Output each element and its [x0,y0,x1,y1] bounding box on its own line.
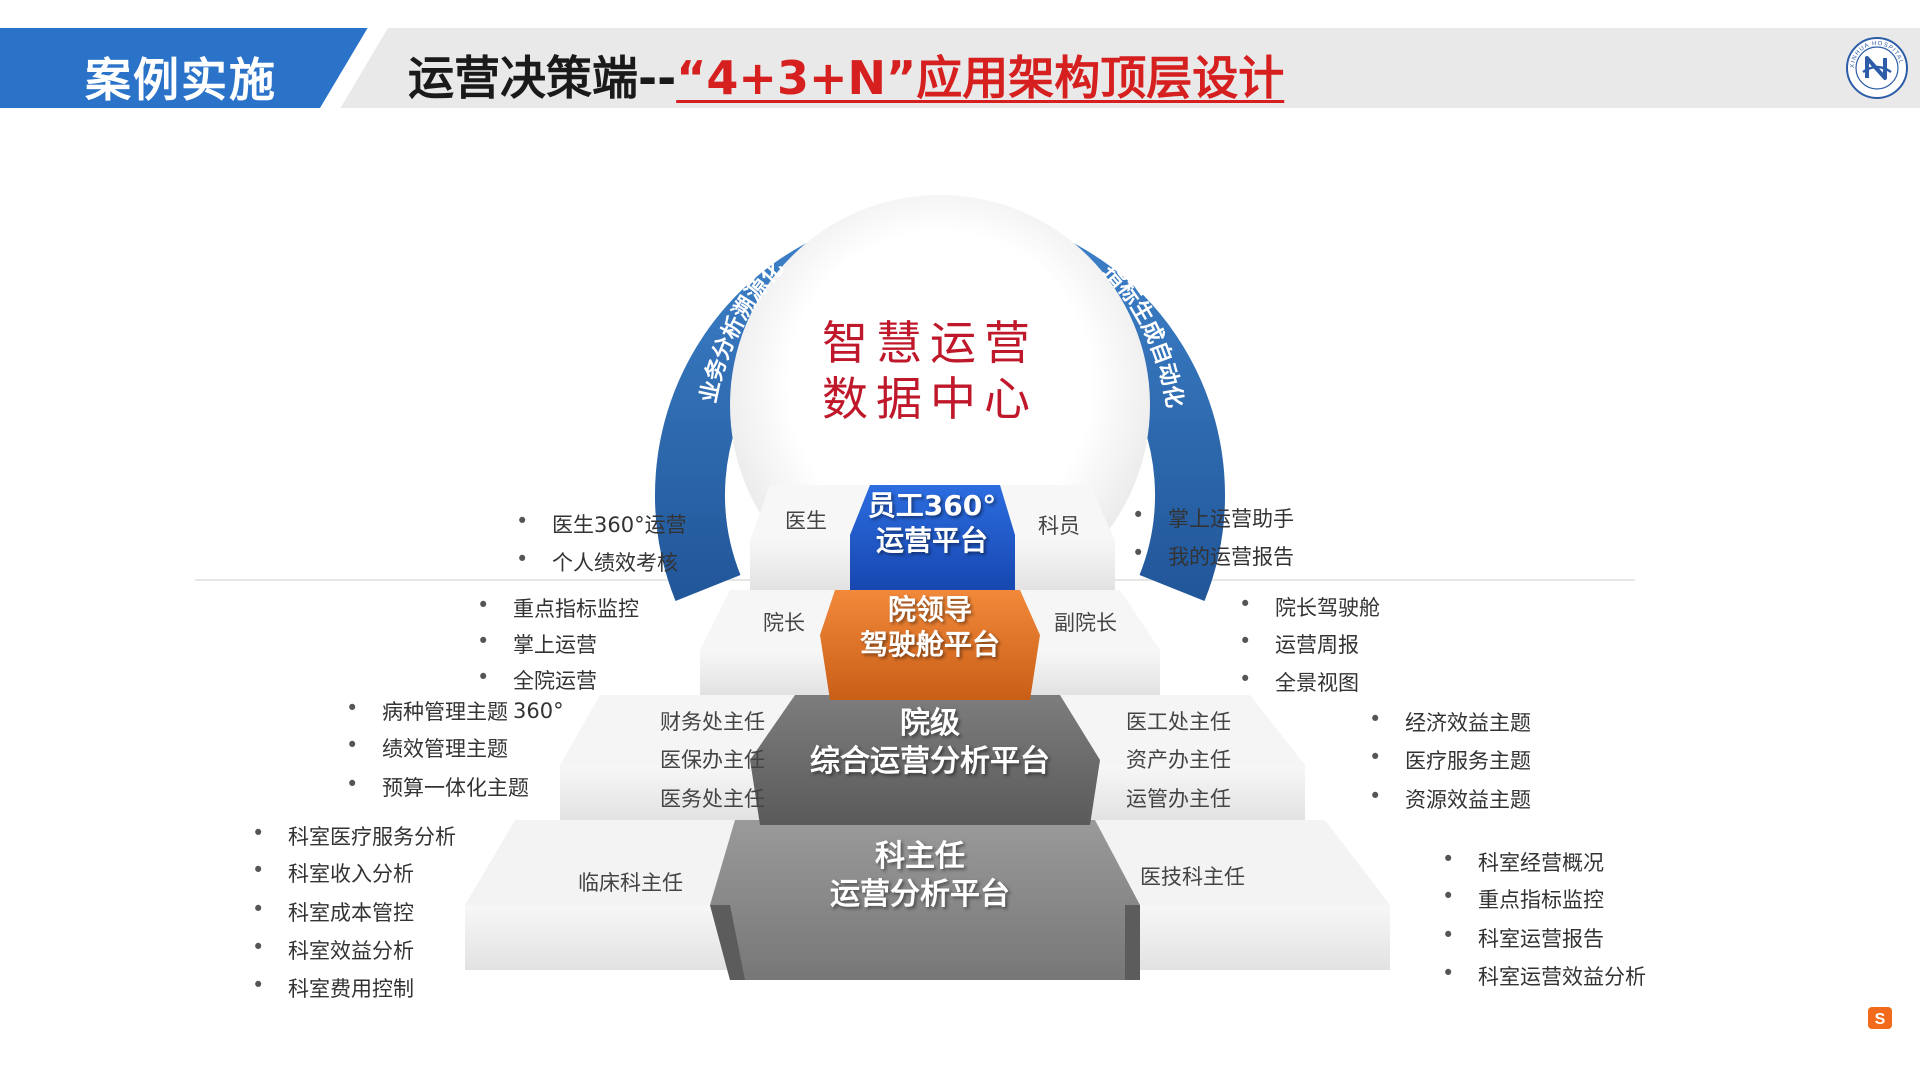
leader-platform [820,590,1040,700]
bullet-doctor-360: 医生360°运营 [516,509,686,539]
bullet-panoramic-view: 全景视图 [1239,667,1359,697]
role-engineering-director: 医工处主任 [1126,710,1231,734]
bullet-dept-key-indicators: 重点指标监控 [1442,884,1604,914]
bullet-mobile-assistant: 掌上运营助手 [1132,503,1294,533]
label-360: 360° [513,699,564,723]
hospital-platform [750,695,1100,825]
ring-top-label: 管理决策智能化 [853,115,1017,157]
department-platform [710,820,1140,980]
staff-platform [850,485,1015,590]
bullet-president-cockpit: 院长驾驶舱 [1239,592,1380,622]
role-clinical-chief: 临床科主任 [578,871,683,895]
leader-platform-label: 院领导 驾驶舱平台 [859,593,1000,661]
bullet-dept-medical-service: 科室医疗服务分析 [252,821,456,851]
role-doctor: 医生 [785,509,827,533]
bullet-disease-management: 病种管理主题 [346,696,508,726]
bullet-dept-overview: 科室经营概况 [1442,847,1604,877]
role-medical-affairs-director: 医务处主任 [660,787,765,811]
page-title-prefix: 运营决策端-- [408,51,677,105]
bullet-dept-report: 科室运营报告 [1442,923,1604,953]
role-clerk: 科员 [1038,514,1080,538]
hospital-logo-icon: XINHUA HOSPITAL [1846,37,1908,99]
bullet-resource-benefit: 资源效益主题 [1369,784,1531,814]
center-title-line2: 数据中心 [822,372,1038,427]
bullet-dept-expense-control: 科室费用控制 [252,973,414,1003]
page-title: 运营决策端--“4+3+N”应用架构顶层设计 [408,42,1284,108]
center-title: 智慧运营 数据中心 [760,315,1100,427]
svg-text:S: S [1875,1011,1886,1028]
bullet-personal-assessment: 个人绩效考核 [516,547,678,577]
role-vice-president: 副院长 [1054,611,1117,635]
bullet-economic-benefit: 经济效益主题 [1369,707,1531,737]
role-finance-director: 财务处主任 [660,710,765,734]
bullet-weekly-report: 运营周报 [1239,629,1359,659]
department-platform-label: 科主任 运营分析平台 [830,839,1010,912]
bullet-medical-service: 医疗服务主题 [1369,745,1531,775]
role-operations-director: 运管办主任 [1126,787,1231,811]
bullet-budget-integration: 预算一体化主题 [346,772,529,802]
bullet-dept-revenue: 科室收入分析 [252,858,414,888]
center-title-line1: 智慧运营 [822,316,1038,370]
section-tag-background [0,28,378,108]
role-insurance-director: 医保办主任 [660,748,765,772]
section-tag: 案例实施 [85,53,277,107]
bullet-performance-management: 绩效管理主题 [346,733,508,763]
bullet-dept-benefit: 科室效益分析 [252,935,414,965]
role-president: 院长 [763,611,805,635]
bullet-my-report: 我的运营报告 [1132,541,1294,571]
department-platform-side-right [1125,905,1140,980]
sogou-ime-icon[interactable]: S [1868,1007,1892,1029]
bullet-key-indicator-monitor: 重点指标监控 [477,593,639,623]
bullet-dept-efficiency: 科室运营效益分析 [1442,961,1646,991]
role-asset-director: 资产办主任 [1126,748,1231,772]
page-title-highlight: “4+3+N”应用架构顶层设计 [676,51,1285,105]
svg-text:管理决策智能化: 管理决策智能化 [853,115,1017,157]
staff-platform-label: 员工360° 运营平台 [867,489,997,557]
bullet-mobile-operations: 掌上运营 [477,629,597,659]
bullet-hospital-operations: 全院运营 [477,665,597,695]
role-medtech-chief: 医技科主任 [1140,865,1245,889]
department-platform-side [710,905,745,980]
bullet-dept-cost-control: 科室成本管控 [252,897,414,927]
hospital-platform-label: 院级 综合运营分析平台 [810,706,1050,779]
